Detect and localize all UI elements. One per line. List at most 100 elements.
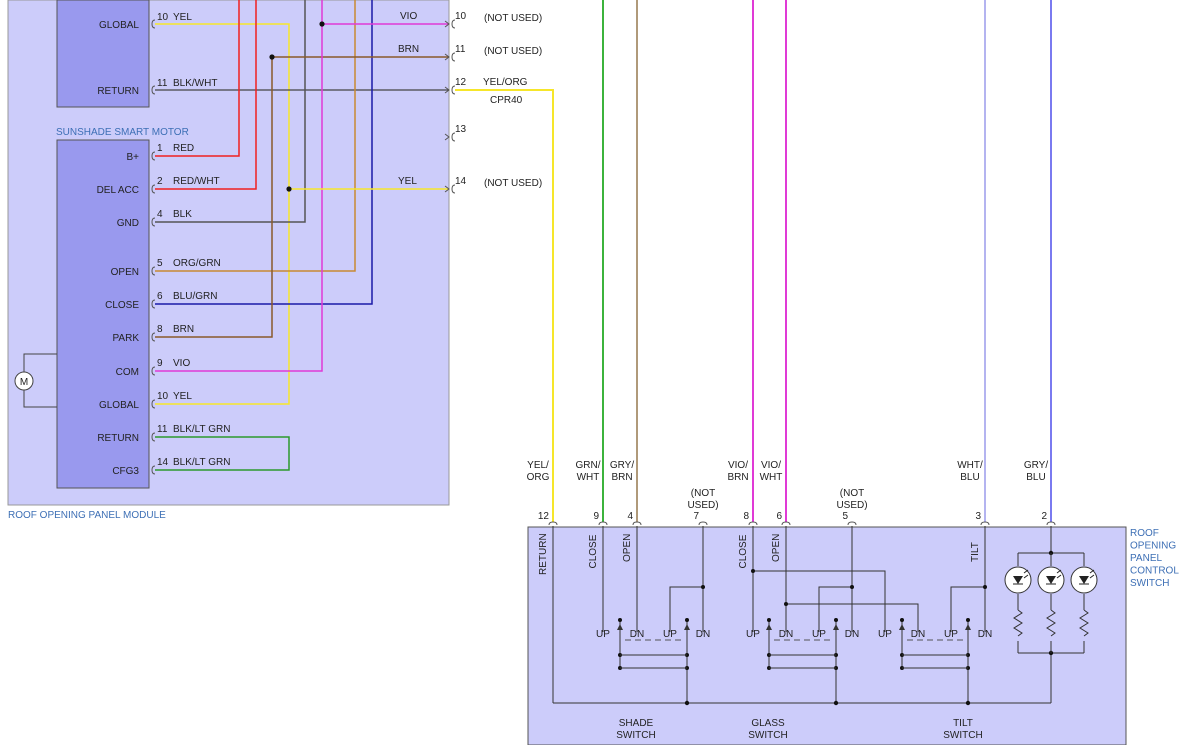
pin-connector	[151, 465, 156, 475]
switch-function-label: OPEN	[771, 534, 782, 562]
switch-wire-label: WHT/	[957, 460, 983, 471]
wire-close-blu-grn	[155, 0, 373, 305]
edge-wire-color: VIO	[400, 11, 417, 22]
switch-pin-connector	[698, 521, 708, 526]
node	[751, 569, 755, 573]
blade-arrow	[899, 624, 905, 630]
splice-dot	[269, 54, 275, 60]
contact-label-dn: DN	[779, 629, 793, 640]
motor-pin-name: DEL ACC	[97, 185, 139, 196]
edge-arrow	[444, 20, 450, 28]
motor-pin-name: GLOBAL	[99, 400, 139, 411]
motor-pin-number: 11	[157, 424, 168, 435]
motor-pin-number: 9	[157, 358, 163, 369]
switch-pin-connector	[847, 521, 857, 526]
contact-label-dn: DN	[911, 629, 925, 640]
pin-connector	[151, 184, 156, 194]
switch-pin-number: 2	[1041, 511, 1047, 522]
control-switch-title: OPENING	[1130, 541, 1176, 552]
pin-connector	[151, 217, 156, 227]
switch-title: SWITCH	[748, 730, 787, 741]
edge-pin-number: 14	[455, 176, 467, 187]
switch-pin-number: 6	[776, 511, 782, 522]
switch-wire-label: BRN	[611, 472, 632, 483]
ground-splice	[833, 700, 839, 706]
edge-connector	[451, 132, 456, 142]
motor-pin-name: B+	[126, 152, 139, 163]
contact-label-up: UP	[596, 629, 610, 640]
edge-arrow	[444, 185, 450, 193]
resistor-icon	[1046, 609, 1056, 637]
led-diode-icon	[1046, 576, 1056, 584]
motor-pin-block	[56, 139, 150, 489]
contact-label-dn: DN	[696, 629, 710, 640]
control-switch-title: SWITCH	[1130, 578, 1169, 589]
switch-wire-label: ORG	[527, 472, 550, 483]
edge-pin-status: (NOT USED)	[484, 46, 542, 57]
upper-pin-block	[56, 0, 150, 108]
switch-wire-label: WHT	[760, 472, 783, 483]
motor-pin-wire-color: BRN	[173, 324, 194, 335]
switch-wire-label: GRN/	[576, 460, 601, 471]
blade-arrow	[833, 624, 839, 630]
motor-pin-number: 6	[157, 291, 163, 302]
control-switch-panel	[527, 526, 1127, 745]
blade-arrow	[965, 624, 971, 630]
splice-dot	[319, 21, 325, 27]
switch-wire-label: GRY/	[610, 460, 634, 471]
switch-title: GLASS	[751, 718, 785, 729]
switch-wire-label: (NOT	[691, 488, 715, 499]
switch-pin-number: 3	[975, 511, 981, 522]
switch-pin-connector	[748, 521, 758, 526]
motor-pin-number: 4	[157, 209, 163, 220]
edge-pin-status: (NOT USED)	[484, 13, 542, 24]
node	[983, 585, 987, 589]
upper-pin-name: RETURN	[97, 86, 139, 97]
glass-pivot	[767, 618, 771, 622]
glass-pivot	[834, 618, 838, 622]
switch-function-label: CLOSE	[588, 534, 599, 568]
switch-wire-label: GRY/	[1024, 460, 1048, 471]
switch-wire-label: USED)	[836, 500, 867, 511]
pin-connector	[151, 85, 156, 95]
edge-pin-number: 12	[455, 77, 467, 88]
ground-splice	[684, 700, 690, 706]
motor-symbol: M	[20, 377, 28, 388]
resistor-icon	[1013, 609, 1023, 637]
wire-gnd-blk	[155, 0, 306, 223]
tilt-pivot	[900, 618, 904, 622]
motor-pin-wire-color: BLK/LT GRN	[173, 424, 230, 435]
blade-arrow	[617, 624, 623, 630]
contact-label-up: UP	[944, 629, 958, 640]
glass-cross-2	[786, 603, 919, 632]
pin-connector	[151, 266, 156, 276]
switch-pin-number: 7	[693, 511, 699, 522]
node	[784, 602, 788, 606]
switch-pin-connector	[1046, 521, 1056, 526]
switch-wire-label: BRN	[727, 472, 748, 483]
switch-wire-label: VIO/	[761, 460, 781, 471]
control-switch-title: ROOF	[1130, 528, 1159, 539]
shade-pivot	[685, 618, 689, 622]
pin-connector	[151, 432, 156, 442]
upper-pin-number: 11	[157, 78, 168, 89]
control-switch-title: PANEL	[1130, 553, 1162, 564]
upper-pin-wire-color: BLK/WHT	[173, 78, 217, 89]
contact-label-up: UP	[812, 629, 826, 640]
pin-connector	[151, 399, 156, 409]
edge-pin-number: 13	[455, 124, 467, 135]
switch-title: SWITCH	[943, 730, 982, 741]
edge-connector	[451, 184, 456, 194]
motor-pin-number: 8	[157, 324, 163, 335]
switch-title: SWITCH	[616, 730, 655, 741]
resistor-icon	[1079, 609, 1089, 637]
switch-pin-number: 5	[842, 511, 848, 522]
switch-title: TILT	[953, 718, 973, 729]
motor-pin-wire-color: BLK	[173, 209, 192, 220]
switch-function-label: OPEN	[622, 534, 633, 562]
switch-wire-label: (NOT	[840, 488, 864, 499]
switch-title: SHADE	[619, 718, 654, 729]
node	[850, 585, 854, 589]
switch-pin-connector	[548, 521, 558, 526]
switch-wire-label: VIO/	[728, 460, 748, 471]
